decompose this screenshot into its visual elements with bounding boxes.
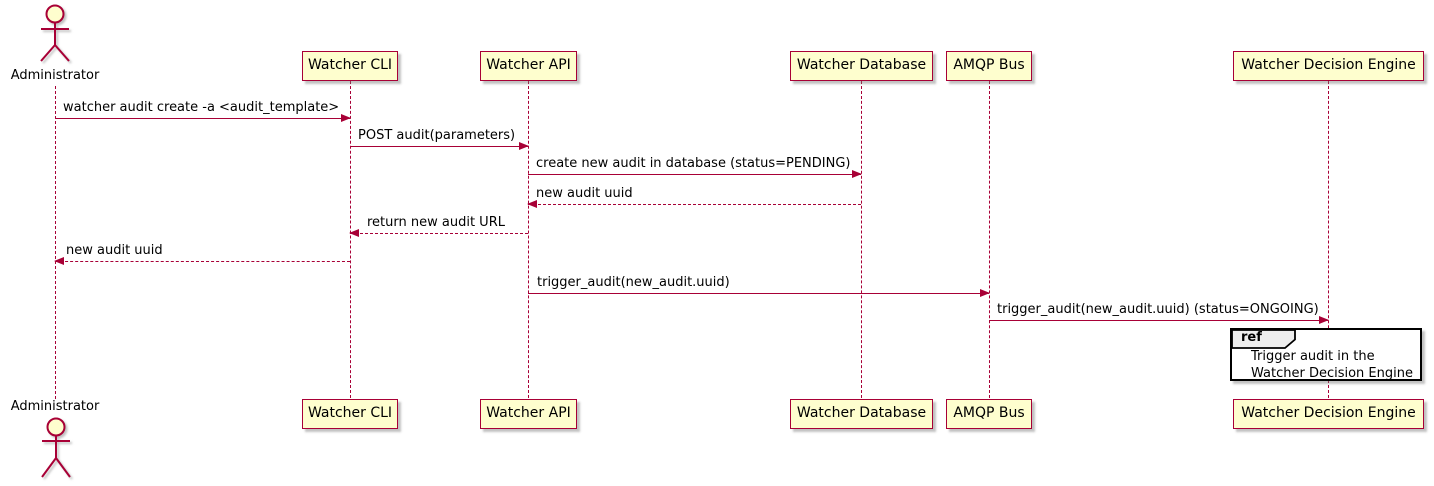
arrow-line (350, 146, 528, 147)
arrow-line (350, 233, 528, 234)
arrow-line (528, 174, 861, 175)
lifeline-watcher-database (861, 81, 862, 398)
arrowhead-icon (852, 170, 862, 178)
ref-keyword: ref (1241, 330, 1262, 345)
lifeline-watcher-decision-engine (1328, 81, 1329, 398)
participant-watcher-decision-engine-top: Watcher Decision Engine (1233, 51, 1424, 81)
arrowhead-icon (519, 142, 529, 150)
message-label: POST audit(parameters) (358, 128, 516, 143)
participant-watcher-api-top: Watcher API (480, 51, 577, 81)
participant-amqp-bus-bottom: AMQP Bus (946, 399, 1032, 429)
arrow-line (528, 204, 861, 205)
arrowhead-icon (1319, 316, 1329, 324)
participant-watcher-cli-bottom: Watcher CLI (302, 399, 398, 429)
arrow-line (989, 320, 1328, 321)
lifeline-watcher-api (528, 81, 529, 398)
ref-line: Trigger audit in the (1251, 349, 1375, 364)
actor-figure-top-icon (40, 4, 70, 62)
participant-watcher-cli-top: Watcher CLI (302, 51, 398, 81)
message-label: trigger_audit(new_audit.uuid) (status=ON… (997, 302, 1319, 317)
message-label: new audit uuid (66, 243, 163, 258)
message-label: trigger_audit(new_audit.uuid) (537, 275, 730, 290)
arrow-line (528, 293, 989, 294)
ref-tab-icon (1231, 329, 1296, 349)
participant-watcher-database-top: Watcher Database (790, 51, 933, 81)
message-label: new audit uuid (536, 186, 633, 201)
arrow-line (55, 261, 350, 262)
arrowhead-icon (341, 114, 351, 122)
actor-label-top: Administrator (10, 68, 100, 83)
arrowhead-icon (54, 257, 64, 265)
actor-figure-bottom-icon (41, 417, 71, 478)
actor-label-bottom: Administrator (10, 399, 100, 414)
participant-watcher-api-bottom: Watcher API (480, 399, 577, 429)
ref-line: Watcher Decision Engine (1251, 365, 1413, 381)
arrowhead-icon (349, 229, 359, 237)
message-label: watcher audit create -a <audit_template> (63, 100, 340, 115)
arrowhead-icon (980, 289, 990, 297)
lifeline-watcher-cli (350, 81, 351, 398)
participant-watcher-database-bottom: Watcher Database (790, 399, 933, 429)
ref-body: Trigger audit in the Watcher Decision En… (1251, 349, 1413, 382)
arrow-line (55, 118, 350, 119)
message-label: create new audit in database (status=PEN… (536, 156, 851, 171)
lifeline-amqp-bus (989, 81, 990, 398)
ref-fragment: ref Trigger audit in the Watcher Decisio… (1230, 328, 1422, 381)
arrowhead-icon (527, 200, 537, 208)
lifeline-administrator (55, 86, 56, 399)
participant-amqp-bus-top: AMQP Bus (946, 51, 1032, 81)
participant-watcher-decision-engine-bottom: Watcher Decision Engine (1233, 399, 1424, 429)
message-label: return new audit URL (367, 215, 505, 230)
